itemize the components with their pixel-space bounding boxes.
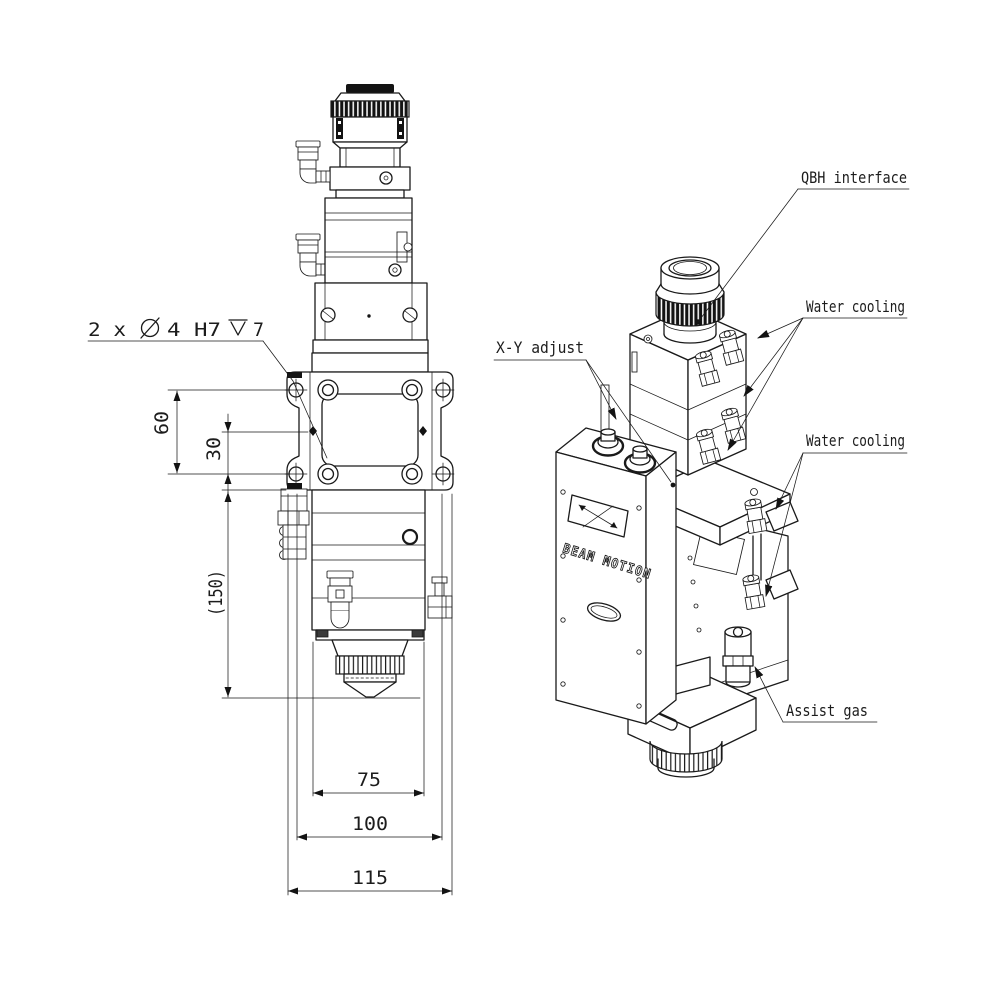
qbh-knurl-ring-icon: [655, 291, 725, 327]
dim-115: 115: [287, 867, 453, 895]
screw-icon: [317, 463, 339, 485]
iso-front-body: BEAM MOTION: [555, 427, 677, 725]
xy-adjust-label: X-Y adjust: [496, 338, 584, 357]
assist-gas-callout: Assist gas: [754, 666, 878, 723]
body-block: [324, 197, 413, 284]
diameter-symbol-icon: [140, 317, 160, 339]
knurl-ring-icon: [330, 100, 410, 118]
dim-100-value: 100: [352, 813, 388, 835]
focus-knob-icon: [326, 570, 354, 629]
lower-body: [277, 488, 453, 641]
front-view: 60 30 (150) 75: [87, 84, 455, 896]
dim-30: 30: [203, 413, 232, 497]
elbow-fitting-icon: [295, 140, 331, 184]
dowel-hole-icon: [431, 378, 455, 402]
dowel-hole-icon: [284, 378, 308, 402]
water-cooling-top-callout: Water cooling: [727, 297, 908, 451]
collimator-block: [329, 166, 411, 191]
handle-slot: [586, 602, 622, 622]
sensor-fitting-icon: [427, 576, 453, 619]
nozzle-tip-icon: [343, 681, 397, 698]
assist-gas-label: Assist gas: [786, 701, 868, 720]
dim-60: 60: [151, 390, 181, 474]
qbh-connector-iso: [655, 256, 725, 344]
dim-60-value: 60: [151, 411, 173, 435]
depth-symbol-icon: [228, 319, 248, 336]
qbh-connector-front: [330, 84, 410, 168]
dowel-hole-icon: [431, 462, 455, 486]
callout-annotations: QBH interface Water cooling X-Y adjust: [493, 168, 910, 723]
assist-gas-fitting: [671, 626, 754, 696]
nozzle-front: [331, 639, 409, 698]
water-cooling-side-callout: Water cooling: [765, 431, 908, 597]
screw-icon: [317, 379, 339, 401]
mounting-plate: [284, 371, 455, 491]
nozzle-knurl-ring-icon: [649, 740, 723, 773]
dim-150: (150): [205, 491, 232, 698]
hole-note-prefix: 2 x: [88, 319, 126, 341]
nozzle-knurl-ring-icon: [335, 655, 405, 675]
water-cooling-side-assembly: [740, 497, 799, 610]
screw-icon: [401, 463, 423, 485]
qbh-interface-callout: QBH interface: [695, 168, 910, 325]
dim-75: 75: [312, 769, 425, 797]
hole-note-callout: 2 x 4 H7 7: [87, 317, 328, 459]
dim-150-value: (150): [205, 570, 227, 616]
hole-note-size: 4 H7: [167, 319, 221, 341]
water-cooling-top-label: Water cooling: [806, 297, 905, 316]
dim-100: 100: [296, 813, 443, 841]
water-fitting-icon: [277, 488, 310, 560]
dimension-annotations: 60 30 (150) 75: [87, 317, 453, 896]
iso-view: BEAM MOTION QBH interface: [493, 168, 910, 778]
dim-75-value: 75: [357, 769, 381, 791]
screw-icon: [401, 379, 423, 401]
qbh-interface-label: QBH interface: [801, 168, 907, 187]
upper-mount-block: [311, 282, 429, 373]
hole-note-depth: 7: [253, 319, 264, 341]
crossed-arrows-logo-icon: [578, 504, 618, 529]
dim-30-value: 30: [203, 437, 225, 461]
water-cooling-side-label: Water cooling: [806, 431, 905, 450]
xy-adjust-callout: X-Y adjust: [493, 338, 676, 488]
dim-115-value: 115: [352, 867, 388, 889]
